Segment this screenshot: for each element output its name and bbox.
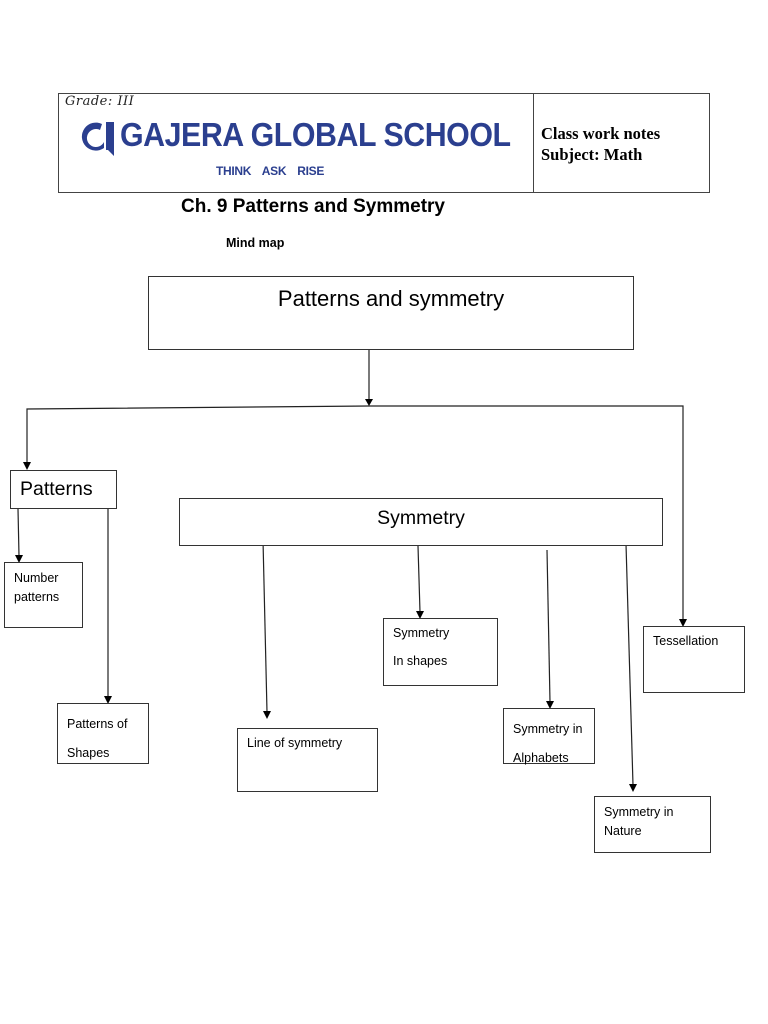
connector-sym-alpha — [546, 549, 551, 703]
node-line: Shapes — [67, 746, 110, 760]
node-line: Line of symmetry — [247, 736, 343, 750]
arrowhead-sym-nature — [629, 784, 637, 792]
connector-patterns-number — [17, 508, 20, 557]
line-of-symmetry-node: Line of symmetry — [237, 728, 378, 792]
school-logo-icon — [81, 122, 114, 156]
arrowhead-sym-alpha — [546, 701, 554, 709]
grade-label: Grade: III — [65, 94, 135, 109]
node-line: Symmetry in — [513, 722, 583, 736]
node-line: Patterns of — [67, 717, 128, 731]
node-line: Symmetry — [393, 626, 450, 640]
connector-line-symmetry — [262, 539, 268, 713]
patterns-of-shapes-node: Patterns of Shapes — [57, 703, 149, 764]
school-tagline: THINK ASK RISE — [216, 164, 325, 178]
chapter-title: Ch. 9 Patterns and Symmetry — [181, 196, 445, 217]
symmetry-in-alphabets-node: Symmetry in Alphabets — [503, 708, 595, 765]
arrowhead-patterns-shapes — [104, 696, 112, 704]
class-notes-label: Class work notes — [541, 124, 661, 143]
arrowhead-patterns — [23, 462, 31, 470]
symmetry-in-shapes-node: Symmetry In shapes — [383, 618, 498, 686]
arrowhead-line-symmetry — [263, 711, 271, 719]
arrowhead-number-patterns — [15, 555, 23, 563]
number-patterns-node: Number patterns — [4, 562, 83, 628]
node-line: Alphabets — [513, 751, 569, 765]
node-line: In shapes — [393, 654, 448, 668]
symmetry-in-nature-node: Symmetry in Nature — [594, 796, 711, 853]
header-box — [58, 93, 710, 193]
class-notes-info: Class work notes Subject: Math — [541, 123, 660, 165]
patterns-node: Patterns — [10, 470, 117, 509]
arrowhead-root — [365, 399, 373, 406]
header-divider — [533, 93, 534, 193]
node-line: Nature — [604, 824, 642, 838]
node-line: patterns — [14, 590, 60, 604]
connector-sym-nature — [625, 543, 634, 786]
school-name: GAJERA GLOBAL SCHOOL — [120, 116, 511, 153]
mind-map-label: Mind map — [226, 236, 285, 250]
symmetry-node: Symmetry — [179, 498, 663, 546]
node-line: Number — [14, 571, 59, 585]
root-node: Patterns and symmetry — [148, 276, 634, 350]
node-line: Tessellation — [653, 634, 719, 648]
connector-sym-shapes — [417, 545, 421, 613]
arrowhead-tessellation — [679, 619, 687, 627]
node-line: Symmetry in — [604, 805, 674, 819]
tessellation-node: Tessellation — [643, 626, 745, 693]
arrowhead-sym-shapes — [416, 611, 424, 619]
subject-label: Subject: Math — [541, 145, 643, 164]
